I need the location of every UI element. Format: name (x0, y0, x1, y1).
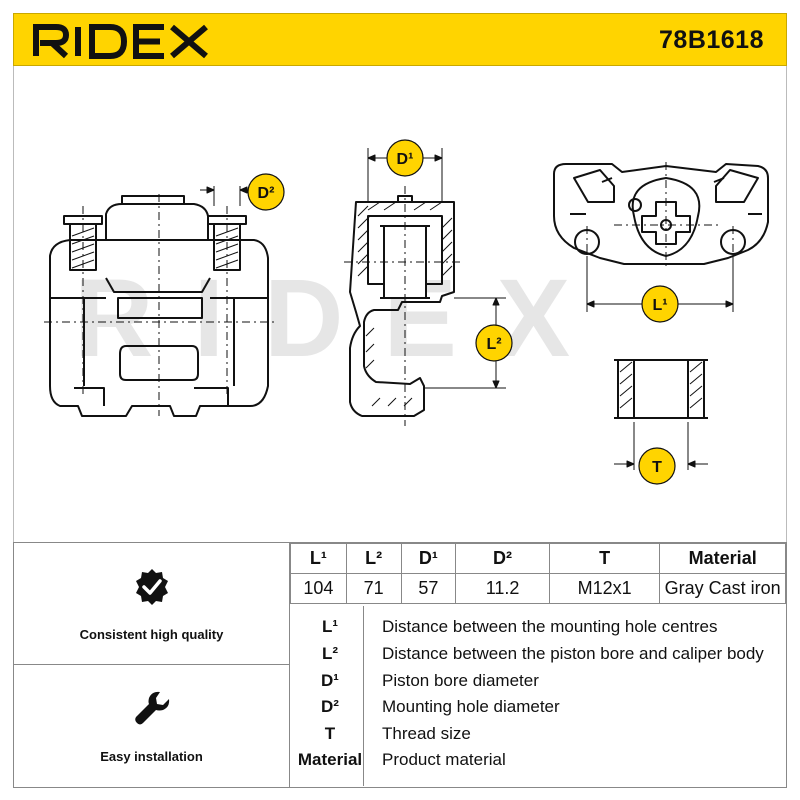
ridex-logo-graphic (33, 24, 208, 59)
column-divider (289, 543, 290, 787)
legend-key: D¹ (321, 671, 339, 690)
spec-header-t: T (548, 543, 661, 574)
d2-dimension (200, 186, 254, 206)
legend-key: Material (297, 750, 363, 769)
spec-header-row: L¹ L² D¹ D² T Material (290, 543, 786, 574)
centerline-middle (344, 186, 464, 426)
specification-panel: Consistent high quality Easy installatio… (13, 542, 787, 788)
label-t: T (638, 447, 676, 485)
spec-value-d1: 57 (400, 573, 457, 604)
spec-table: L¹ L² D¹ D² T Material 104 71 57 11.2 M1… (290, 543, 786, 604)
svg-text:D²: D² (258, 185, 275, 202)
part-number: 78B1618 (659, 26, 764, 54)
legend-row: D² Mounting hole diameter (290, 697, 786, 723)
centerlines-left (44, 194, 274, 416)
spec-value-l2: 71 (345, 573, 402, 604)
technical-drawing: RIDEX (13, 66, 787, 542)
svg-text:L²: L² (486, 336, 501, 353)
legend-row: Material Product material (290, 750, 786, 776)
legend-description: Distance between the mounting hole centr… (382, 617, 718, 636)
spec-header-material: Material (659, 543, 786, 574)
legend-key: T (324, 724, 336, 743)
feature-divider (14, 664, 289, 665)
legend-row: D¹ Piston bore diameter (290, 671, 786, 697)
legend-key: L² (321, 644, 339, 663)
legend-description: Mounting hole diameter (382, 697, 560, 716)
t-dimension (614, 422, 708, 470)
svg-text:D¹: D¹ (397, 151, 414, 168)
spec-value-l1: 104 (290, 573, 347, 604)
spec-header-d2: D² (455, 543, 550, 574)
check-badge-icon (132, 567, 172, 607)
svg-text:L¹: L¹ (652, 297, 667, 314)
legend-description: Product material (382, 750, 506, 769)
legend-description: Thread size (382, 724, 471, 743)
caliper-drawing: RIDEX (44, 139, 769, 485)
ridex-logo (32, 22, 212, 60)
label-l1: L¹ (641, 285, 679, 323)
legend-row: L² Distance between the piston bore and … (290, 644, 786, 670)
feature-quality: Consistent high quality (14, 543, 289, 664)
spec-header-l2: L² (345, 543, 402, 574)
label-d2: D² (247, 173, 285, 211)
caliper-top-view (553, 163, 769, 265)
header-bar: 78B1618 (13, 13, 787, 66)
legend-row: L¹ Distance between the mounting hole ce… (290, 617, 786, 643)
legend-description: Distance between the piston bore and cal… (382, 644, 764, 663)
svg-text:T: T (652, 459, 662, 476)
d1-dimension (367, 148, 443, 202)
legend-row: T Thread size (290, 724, 786, 750)
legend-description: Piston bore diameter (382, 671, 539, 690)
spec-header-d1: D¹ (400, 543, 457, 574)
feature-installation: Easy installation (14, 665, 289, 787)
legend-key: L¹ (321, 617, 339, 636)
feature-quality-label: Consistent high quality (79, 627, 224, 642)
spec-header-l1: L¹ (290, 543, 347, 574)
spec-value-row: 104 71 57 11.2 M12x1 Gray Cast iron (290, 573, 786, 604)
feature-installation-label: Easy installation (100, 749, 203, 764)
spec-value-t: M12x1 (548, 573, 661, 604)
legend-divider (363, 606, 364, 786)
spec-value-material: Gray Cast iron (659, 573, 786, 604)
label-d1: D¹ (386, 139, 424, 177)
caliper-front-view (49, 195, 269, 417)
legend-key: D² (321, 697, 339, 716)
wrench-icon (132, 689, 172, 729)
label-l2: L² (475, 324, 513, 362)
thread-insert (614, 359, 708, 419)
spec-value-d2: 11.2 (455, 573, 550, 604)
